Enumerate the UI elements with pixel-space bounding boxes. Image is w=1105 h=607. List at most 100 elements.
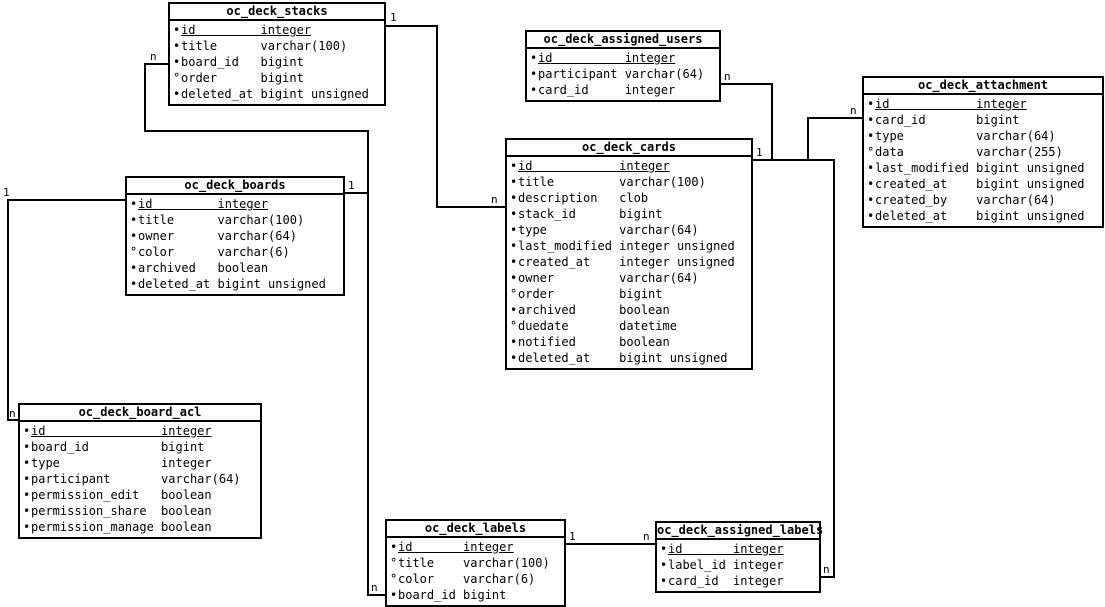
- column-name-and-type: color varchar(6): [398, 572, 536, 586]
- column-name-and-type: type varchar(64): [875, 129, 1056, 143]
- column-row-description: •description clob: [510, 190, 749, 206]
- column-name-and-type: title varchar(100): [398, 556, 550, 570]
- table-title: oc_deck_boards: [127, 178, 343, 195]
- required-marker-icon: •: [867, 113, 875, 127]
- cardinality-label: n: [9, 407, 16, 420]
- table-title: oc_deck_board_acl: [20, 405, 260, 422]
- column-row-board_id: •board_id bigint: [23, 439, 258, 455]
- column-name-and-type: deleted_at bigint unsigned: [875, 209, 1085, 223]
- required-marker-icon: •: [23, 520, 31, 534]
- column-row-title: •title varchar(100): [173, 38, 382, 54]
- column-row-deleted_at: •deleted_at bigint unsigned: [173, 86, 382, 102]
- column-name-and-type: data varchar(255): [875, 145, 1063, 159]
- cardinality-label: n: [371, 581, 378, 594]
- required-marker-icon: •: [130, 197, 138, 211]
- column-row-id: •id integer: [530, 50, 717, 66]
- relationship-oc_deck_cards-to-oc_deck_assigned_labels: [753, 159, 835, 578]
- column-name-and-type: owner varchar(64): [518, 271, 699, 285]
- column-name-and-type: label_id integer: [668, 558, 784, 572]
- column-row-board_id: •board_id bigint: [173, 54, 382, 70]
- table-columns: •id integer•participant varchar(64)•card…: [527, 49, 719, 100]
- column-row-card_id: •card_id integer: [660, 573, 817, 589]
- column-row-type: •type integer: [23, 455, 258, 471]
- column-row-id: •id integer: [660, 541, 817, 557]
- required-marker-icon: •: [130, 213, 138, 227]
- required-marker-icon: •: [660, 542, 668, 556]
- required-marker-icon: •: [867, 177, 875, 191]
- column-row-last_modified: •last_modified integer unsigned: [510, 238, 749, 254]
- column-row-created_at: •created_at bigint unsigned: [867, 176, 1100, 192]
- column-name-and-type: id integer: [538, 51, 676, 65]
- required-marker-icon: •: [510, 191, 518, 205]
- column-name-and-type: created_at integer unsigned: [518, 255, 735, 269]
- column-row-title: °title varchar(100): [390, 555, 562, 571]
- column-name-and-type: last_modified bigint unsigned: [875, 161, 1085, 175]
- column-name-and-type: id integer: [875, 97, 1027, 111]
- required-marker-icon: •: [530, 83, 538, 97]
- required-marker-icon: •: [510, 239, 518, 253]
- required-marker-icon: •: [23, 472, 31, 486]
- required-marker-icon: •: [130, 261, 138, 275]
- table-title: oc_deck_assigned_labels: [657, 523, 823, 540]
- column-row-owner: •owner varchar(64): [510, 270, 749, 286]
- column-name-and-type: participant varchar(64): [31, 472, 241, 486]
- cardinality-label: 1: [390, 11, 397, 24]
- nullable-marker-icon: °: [510, 319, 518, 333]
- table-oc_deck_cards: oc_deck_cards•id integer•title varchar(1…: [505, 138, 753, 370]
- column-row-id: •id integer: [173, 22, 382, 38]
- column-name-and-type: id integer: [181, 23, 312, 37]
- column-name-and-type: card_id bigint: [875, 113, 1020, 127]
- required-marker-icon: •: [510, 303, 518, 317]
- column-row-order: °order bigint: [173, 70, 382, 86]
- required-marker-icon: •: [660, 574, 668, 588]
- column-name-and-type: id integer: [31, 424, 212, 438]
- column-row-color: °color varchar(6): [390, 571, 562, 587]
- column-name-and-type: stack_id bigint: [518, 207, 663, 221]
- column-name-and-type: title varchar(100): [518, 175, 706, 189]
- column-row-id: •id integer: [23, 423, 258, 439]
- column-name-and-type: created_at bigint unsigned: [875, 177, 1085, 191]
- column-row-permission_manage: •permission_manage boolean: [23, 519, 258, 535]
- table-oc_deck_stacks: oc_deck_stacks•id integer•title varchar(…: [168, 2, 386, 106]
- column-row-owner: •owner varchar(64): [130, 228, 341, 244]
- required-marker-icon: •: [510, 351, 518, 365]
- required-marker-icon: •: [173, 55, 181, 69]
- required-marker-icon: •: [510, 335, 518, 349]
- required-marker-icon: •: [867, 209, 875, 223]
- required-marker-icon: •: [173, 39, 181, 53]
- column-row-deleted_at: •deleted_at bigint unsigned: [867, 208, 1100, 224]
- table-oc_deck_attachment: oc_deck_attachment•id integer•card_id bi…: [862, 76, 1104, 228]
- required-marker-icon: •: [530, 67, 538, 81]
- required-marker-icon: •: [510, 175, 518, 189]
- relationship-oc_deck_boards-to-oc_deck_labels: [345, 192, 385, 596]
- column-row-type: •type varchar(64): [510, 222, 749, 238]
- column-name-and-type: permission_edit boolean: [31, 488, 212, 502]
- column-name-and-type: deleted_at bigint unsigned: [138, 277, 326, 291]
- column-name-and-type: id integer: [398, 540, 514, 554]
- column-row-card_id: •card_id integer: [530, 82, 717, 98]
- table-title: oc_deck_assigned_users: [527, 32, 719, 49]
- column-name-and-type: title varchar(100): [181, 39, 348, 53]
- nullable-marker-icon: °: [130, 245, 138, 259]
- column-row-id: •id integer: [510, 158, 749, 174]
- table-columns: •id integer•title varchar(100)•board_id …: [170, 21, 384, 104]
- cardinality-label: 1: [3, 186, 10, 199]
- required-marker-icon: •: [510, 207, 518, 221]
- required-marker-icon: •: [23, 488, 31, 502]
- column-row-type: •type varchar(64): [867, 128, 1100, 144]
- column-name-and-type: deleted_at bigint unsigned: [518, 351, 728, 365]
- column-name-and-type: last_modified integer unsigned: [518, 239, 735, 253]
- cardinality-label: n: [643, 530, 650, 543]
- cardinality-label: n: [823, 563, 830, 576]
- table-oc_deck_assigned_labels: oc_deck_assigned_labels•id integer•label…: [655, 521, 823, 593]
- table-oc_deck_assigned_users: oc_deck_assigned_users•id integer•partic…: [525, 30, 721, 102]
- column-row-id: •id integer: [390, 539, 562, 555]
- column-row-card_id: •card_id bigint: [867, 112, 1100, 128]
- nullable-marker-icon: °: [390, 572, 398, 586]
- column-name-and-type: participant varchar(64): [538, 67, 705, 81]
- cardinality-label: n: [724, 70, 731, 83]
- required-marker-icon: •: [23, 424, 31, 438]
- column-row-color: °color varchar(6): [130, 244, 341, 260]
- required-marker-icon: •: [510, 223, 518, 237]
- column-name-and-type: card_id integer: [668, 574, 784, 588]
